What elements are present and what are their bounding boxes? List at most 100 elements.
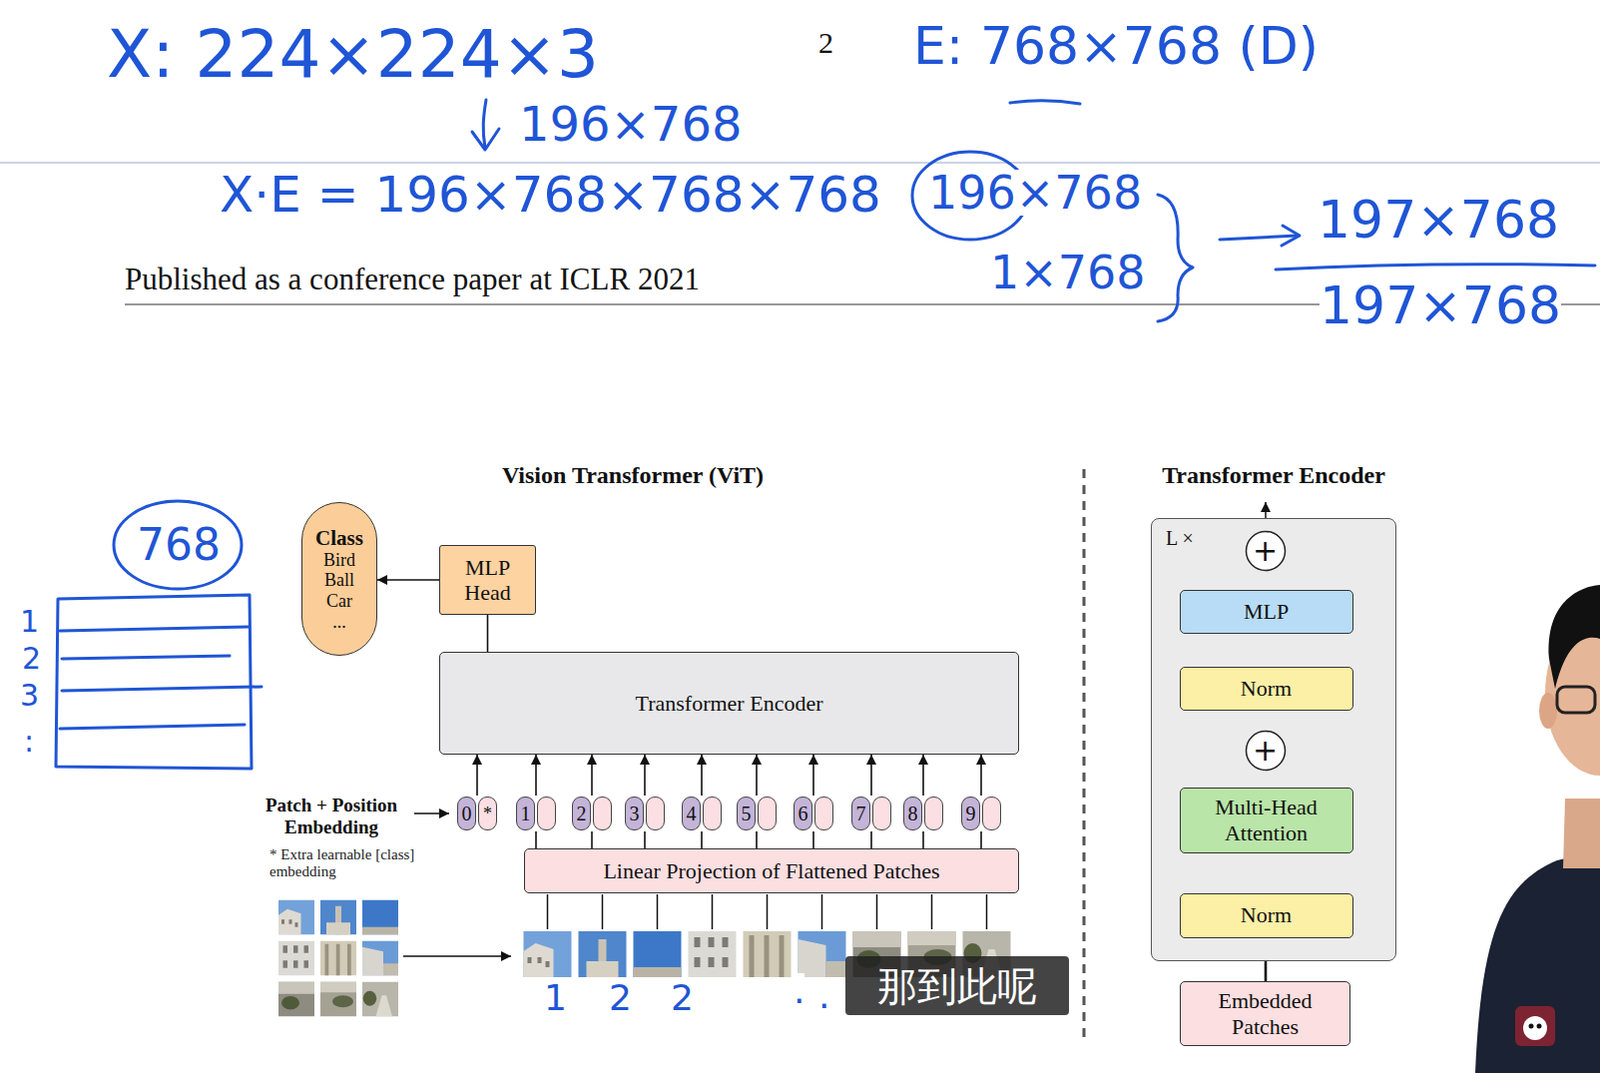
embedding-arrow [414,812,450,815]
node-text: 2 [576,803,587,824]
printed-label: Published as a conference paper at ICLR … [124,261,700,298]
mlp-head-box: MLP Head [439,544,536,615]
connector [980,754,983,796]
token-cell [592,796,612,831]
connector [643,831,646,849]
token-embedding: 8 [903,795,944,832]
token-cell [814,796,834,831]
token-cell: 9 [961,796,981,831]
hand-brace [1157,194,1193,322]
image-patch [320,982,357,1018]
image-patch [524,931,572,978]
connector [700,754,703,796]
image-patch [798,931,847,978]
hand-underline [1010,100,1080,104]
token-cell [982,796,1002,831]
image-patch [362,900,399,936]
printed-label: Patch + Position Embedding [251,794,412,839]
node-text: + [1252,535,1278,566]
shirt [1475,850,1600,1073]
token-embedding: 0* [457,795,498,832]
handwritten-note: 1 [19,606,39,637]
handwritten-note: 768 [136,523,221,567]
token-cell: 3 [624,796,644,831]
hand-row [59,626,248,631]
image-patch [278,982,315,1018]
image-grid [278,900,399,1018]
node-text: 8 [908,803,919,824]
connector [980,831,983,849]
token-embedding: 7 [851,795,892,832]
presenter [1475,584,1600,1073]
connector [922,831,925,849]
handwritten-note: 1×768 [990,249,1146,296]
token-cell [757,796,777,831]
connector [534,754,537,796]
image-patch [278,941,315,977]
node-text: 3 [629,803,640,824]
connector [870,831,873,849]
node-text: 4 [686,803,697,824]
hand-matrix [55,594,252,769]
node-text: Embedded Patches [1200,988,1331,1040]
printed-label: * Extra learnable [class] embedding [269,846,420,882]
token-cell: 0 [457,796,477,831]
image-patch [688,931,737,978]
image-patch [633,931,682,978]
handwritten-note: E: 768×768 (D) [913,19,1319,72]
handwritten-note: X: 224×224×3 [106,21,599,88]
badge-eye [1537,1024,1543,1030]
token-cell [536,796,556,831]
token-cell: 7 [851,796,871,831]
connector [590,831,593,849]
connector [812,831,815,849]
encoder-box: Transformer Encoder [439,651,1020,755]
ear [1539,692,1558,729]
token-cell [645,796,665,831]
token-cell [702,796,722,831]
node-text: Transformer Encoder [1161,462,1386,491]
connector [812,754,815,796]
connector [476,754,479,796]
node-text: MLP Head [448,554,529,606]
hand-row [61,686,262,691]
image-patch [320,900,357,936]
token-embedding: 9 [961,795,1002,832]
connector [377,578,440,581]
handwritten-note: 2 [608,980,632,1017]
mlp-box: MLP [1179,589,1354,634]
image-patch [362,982,399,1018]
token-embedding: 1 [516,795,556,832]
handwritten-note: . [818,978,830,1015]
hand-arrowhead [1281,225,1300,246]
token-cell: * [478,796,498,831]
handwritten-note: 2 [670,980,694,1017]
projection-box: Linear Projection of Flattened Patches [524,848,1020,894]
handwritten-note: 3 [19,680,39,711]
connector [590,754,593,796]
hand-arrowhead [472,128,500,150]
token-embedding: 6 [793,795,834,832]
class-box: ClassBird Ball Car ... [301,502,378,656]
connector [534,831,537,849]
image-patch [578,931,627,978]
norm-box: Norm [1179,893,1354,939]
node-text: Bird Ball Car ... [319,549,360,633]
norm-box: Norm [1179,666,1354,711]
badge-face [1523,1016,1548,1041]
hand-row [61,655,230,659]
handwritten-note: 2 [21,643,41,674]
node-text: MLP [1243,598,1289,624]
connector [870,754,873,796]
badge [1515,1006,1556,1047]
node-text: 那到此呢 [877,963,1038,1010]
printed-label: 2 [818,25,834,61]
encoder-block: Transformer EncoderL ×+MLPNorm+Multi-Hea… [1150,518,1397,962]
handwritten-note: : [23,726,34,757]
connector [922,754,925,796]
node-text: 7 [856,803,867,824]
subtitle-box: 那到此呢 [845,956,1069,1016]
token-cell: 6 [793,796,813,831]
token-cell [872,796,892,831]
